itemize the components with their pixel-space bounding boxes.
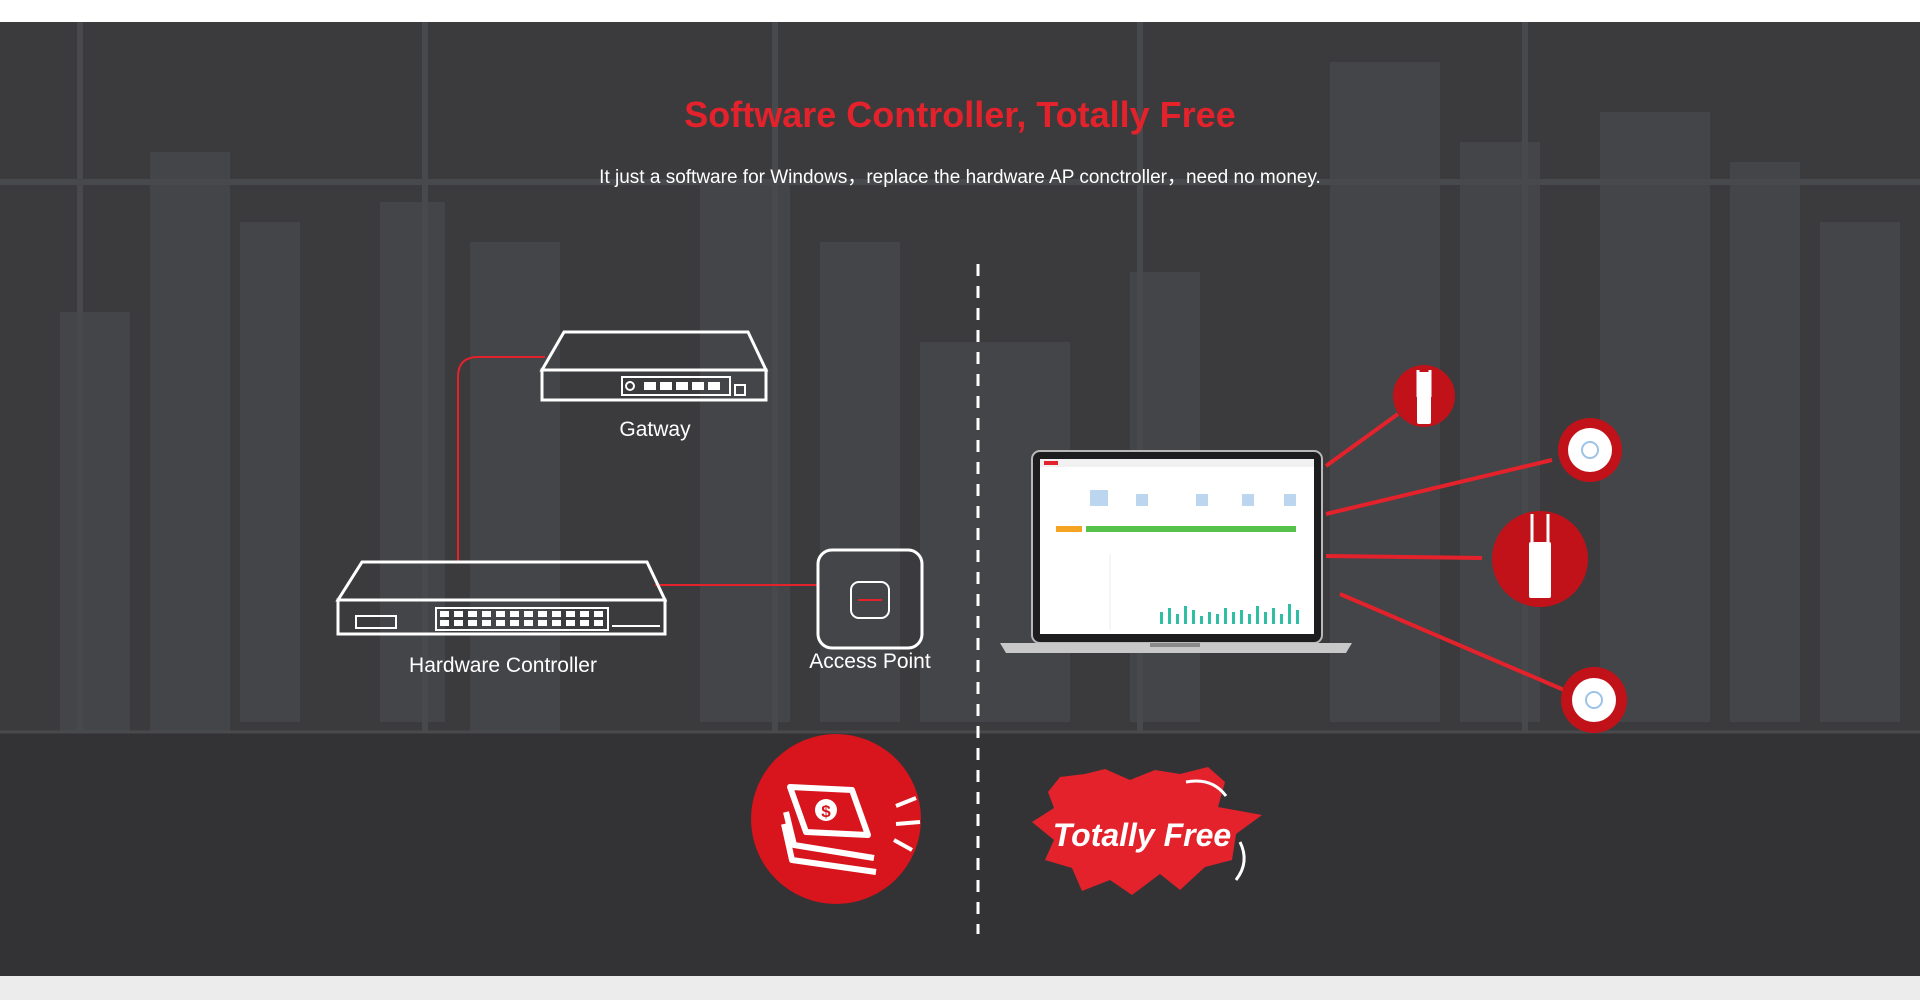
switch-port — [482, 611, 491, 617]
laptop-chart-bar — [1256, 606, 1259, 624]
hero-section: Software Controller, Totally Free It jus… — [0, 22, 1920, 976]
access-point-label: Access Point — [809, 650, 931, 673]
network-diagram: $ Totally Free — [335, 264, 1627, 934]
switch-port — [468, 620, 477, 626]
laptop-chart-bar — [1160, 612, 1163, 624]
switch-port — [454, 611, 463, 617]
switch-port — [566, 620, 575, 626]
switch-port — [468, 611, 477, 617]
svg-text:$: $ — [821, 802, 831, 821]
laptop-chart-bar — [1224, 608, 1227, 624]
switch-port — [454, 620, 463, 626]
switch-port — [510, 620, 519, 626]
switch-port — [496, 611, 505, 617]
laptop-chart-bar — [1288, 604, 1291, 624]
laptop-chart-bar — [1168, 608, 1171, 624]
page-title: Software Controller, Totally Free — [684, 94, 1236, 135]
ceiling-ap-icon — [1561, 667, 1627, 733]
laptop-chart-bar — [1264, 612, 1267, 624]
switch-port — [440, 611, 449, 617]
switch-port — [580, 620, 589, 626]
outdoor-ap-icon — [1492, 511, 1588, 607]
switch-port — [566, 611, 575, 617]
switch-port — [538, 620, 547, 626]
switch-icon — [335, 560, 668, 636]
money-icon: $ — [751, 734, 921, 904]
switch-port — [496, 620, 505, 626]
laptop-chart-bar — [1296, 610, 1299, 624]
switch-port — [482, 620, 491, 626]
page-subtitle: It just a software for Windows，replace t… — [599, 167, 1321, 188]
switch-port — [510, 611, 519, 617]
switch-port — [552, 620, 561, 626]
switch-port — [594, 620, 603, 626]
laptop-chart-bar — [1176, 614, 1179, 624]
switch-port — [538, 611, 547, 617]
totally-free-badge: Totally Free — [1032, 767, 1262, 895]
ceiling-ap-icon — [1558, 418, 1622, 482]
laptop-chart-bar — [1192, 610, 1195, 624]
outdoor-ap-icon — [1393, 365, 1455, 427]
switch-port — [524, 620, 533, 626]
access-point-icon — [816, 548, 924, 650]
gateway-label: Gatway — [619, 418, 691, 441]
gateway-router-icon — [539, 330, 769, 402]
laptop-chart-bar — [1240, 610, 1243, 624]
bottom-strip — [0, 976, 1920, 1000]
switch-ports — [440, 611, 603, 626]
switch-port — [552, 611, 561, 617]
laptop-chart-bar — [1248, 614, 1251, 624]
switch-port — [440, 620, 449, 626]
hardware-controller-label: Hardware Controller — [409, 654, 597, 677]
free-badge-text: Totally Free — [1053, 817, 1231, 853]
laptop-chart-bar — [1200, 616, 1203, 624]
laptop-chart-bar — [1216, 614, 1219, 624]
laptop-chart-bar — [1272, 608, 1275, 624]
laptop-icon — [1000, 450, 1352, 653]
ap-connection-lines — [1324, 412, 1565, 692]
connection-lines — [457, 356, 818, 586]
switch-port — [580, 611, 589, 617]
laptop-chart-bar — [1208, 612, 1211, 624]
laptop-chart-bar — [1280, 614, 1283, 624]
laptop-chart — [1160, 604, 1299, 624]
switch-port — [524, 611, 533, 617]
city-background — [0, 22, 1920, 976]
laptop-chart-bar — [1232, 612, 1235, 624]
switch-port — [594, 611, 603, 617]
laptop-chart-bar — [1184, 606, 1187, 624]
